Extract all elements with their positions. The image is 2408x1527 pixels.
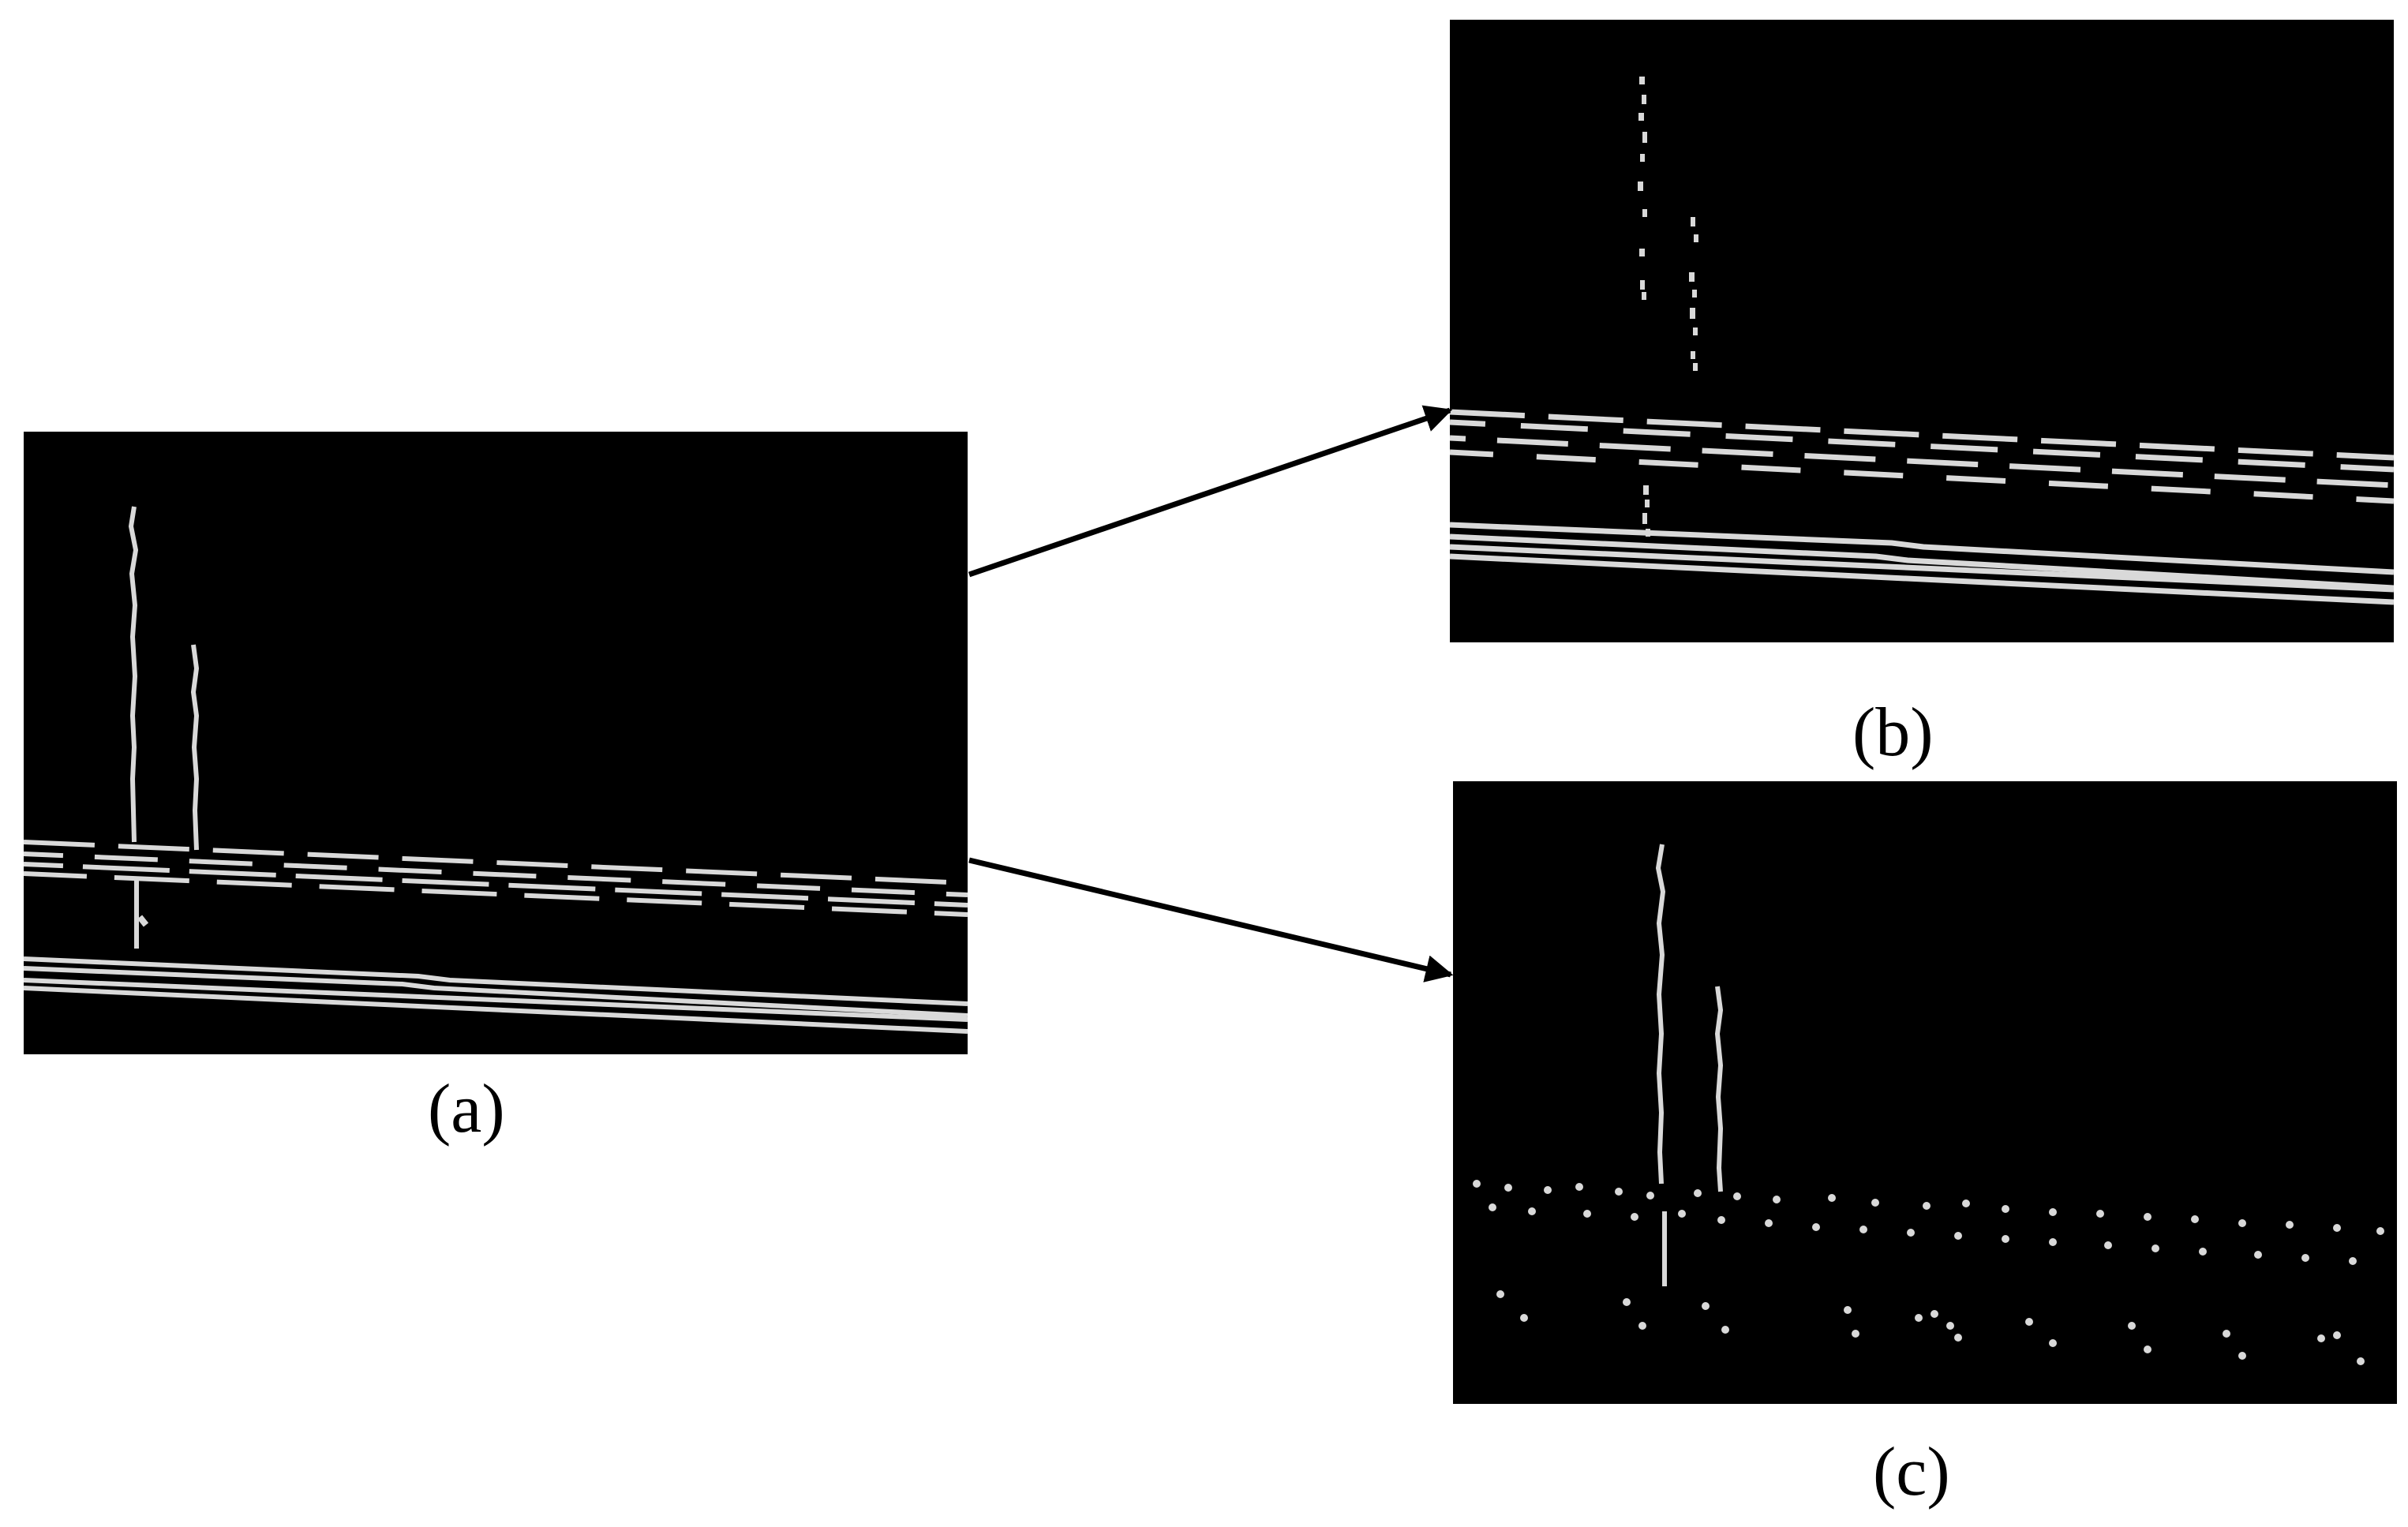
panel-c-vertical-edges bbox=[1453, 781, 2397, 1404]
caption-a: (a) bbox=[428, 1071, 505, 1147]
panel-b-drawing bbox=[1450, 77, 2394, 605]
arrow-a-to-b bbox=[968, 405, 1453, 578]
panel-c-drawing bbox=[1473, 844, 2384, 1365]
panel-a-edge-image bbox=[24, 432, 968, 1054]
caption-b: (b) bbox=[1852, 694, 1934, 771]
caption-c: (c) bbox=[1873, 1434, 1950, 1510]
arrow-a-to-c bbox=[968, 857, 1454, 982]
panel-a-drawing bbox=[24, 506, 968, 1034]
panel-b-horizontal-edges bbox=[1450, 20, 2394, 642]
